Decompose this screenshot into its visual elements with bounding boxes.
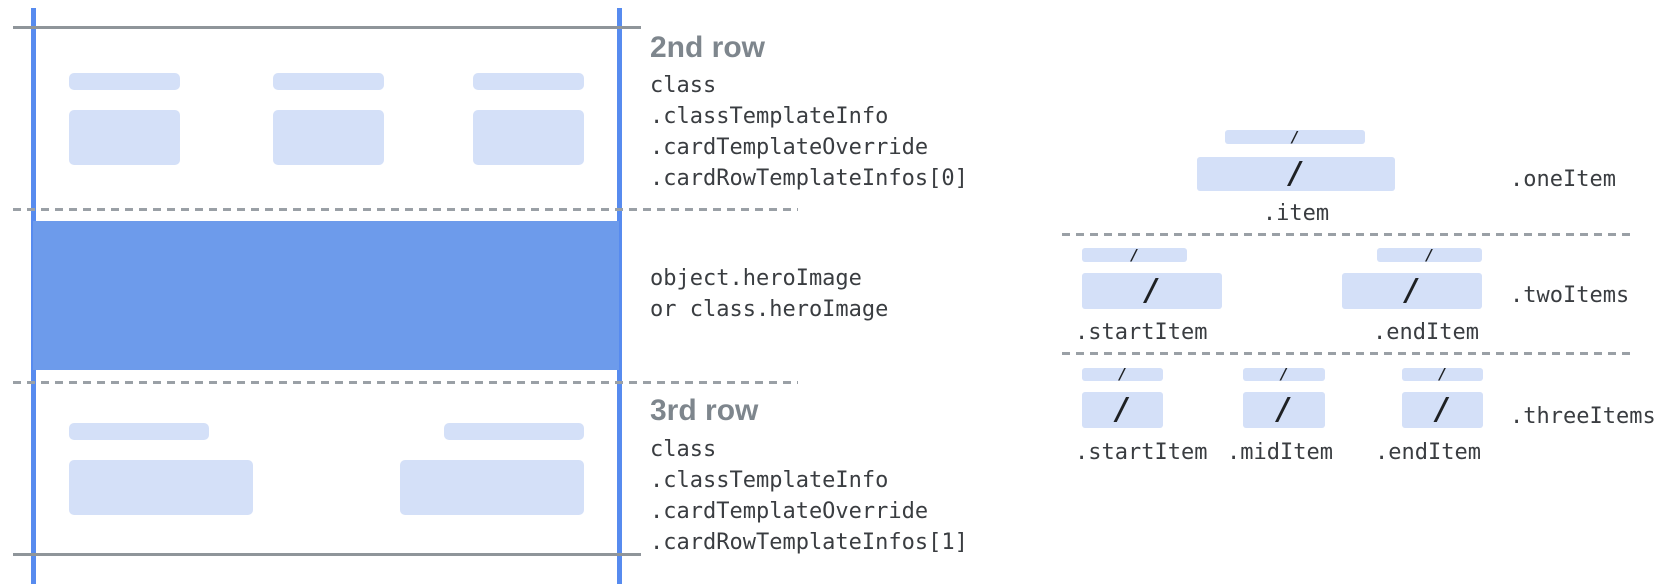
item-value-bar: / bbox=[1342, 273, 1482, 309]
slash-glyph: / bbox=[1290, 127, 1300, 146]
one-item-item-label: .item bbox=[1262, 201, 1330, 226]
code-line: .cardTemplateOverride bbox=[650, 499, 929, 524]
item-label-bar: / bbox=[1377, 245, 1482, 264]
slash-glyph: / bbox=[1424, 245, 1435, 264]
three-items-end-label: .endItem bbox=[1375, 440, 1481, 465]
three-items-layout-label: .threeItems bbox=[1510, 404, 1656, 429]
field-label-placeholder bbox=[273, 73, 384, 90]
two-items-start-label: .startItem bbox=[1075, 320, 1208, 345]
field-label-placeholder bbox=[69, 73, 180, 90]
code-line: or class.heroImage bbox=[650, 297, 889, 322]
two-items-end-label: .endItem bbox=[1373, 320, 1479, 345]
field-value-placeholder bbox=[400, 460, 584, 515]
slash-glyph: / bbox=[1437, 365, 1448, 383]
second-row-code: class .classTemplateInfo .cardTemplateOv… bbox=[650, 70, 968, 194]
code-line: .classTemplateInfo bbox=[650, 468, 889, 493]
slash-glyph: / bbox=[1142, 273, 1162, 308]
slash-glyph: / bbox=[1129, 245, 1140, 264]
hero-image-band bbox=[33, 221, 619, 370]
code-line: class bbox=[650, 437, 717, 462]
card-top-line bbox=[13, 26, 641, 29]
three-items-mid-label: .midItem bbox=[1227, 440, 1333, 465]
card-bottom-line bbox=[13, 553, 641, 556]
card-guide-right-line bbox=[617, 8, 622, 584]
two-items-layout-label: .twoItems bbox=[1510, 283, 1630, 308]
item-label-bar: / bbox=[1402, 365, 1483, 383]
third-row-code: class .classTemplateInfo .cardTemplateOv… bbox=[650, 434, 968, 558]
code-line: object.heroImage bbox=[650, 266, 862, 291]
field-value-placeholder bbox=[69, 460, 253, 515]
field-label-placeholder bbox=[473, 73, 584, 90]
one-item-layout-label: .oneItem bbox=[1510, 167, 1616, 192]
item-value-bar: / bbox=[1082, 392, 1163, 428]
slash-glyph: / bbox=[1117, 365, 1128, 383]
row-separator-dashed-bottom bbox=[13, 381, 798, 384]
field-label-placeholder bbox=[69, 423, 209, 440]
item-label-bar: / bbox=[1225, 127, 1365, 146]
code-line: .cardRowTemplateInfos[0] bbox=[650, 166, 968, 191]
item-value-bar: / bbox=[1402, 392, 1483, 428]
layout-separator bbox=[1062, 233, 1630, 236]
third-row-heading: 3rd row bbox=[650, 394, 759, 427]
item-value-bar: / bbox=[1243, 392, 1325, 428]
code-line: class bbox=[650, 73, 717, 98]
slash-glyph: / bbox=[1274, 392, 1294, 427]
field-value-placeholder bbox=[69, 110, 180, 165]
field-value-placeholder bbox=[473, 110, 584, 165]
three-items-start-label: .startItem bbox=[1075, 440, 1208, 465]
item-label-bar: / bbox=[1243, 365, 1325, 383]
field-label-placeholder bbox=[444, 423, 584, 440]
slash-glyph: / bbox=[1113, 392, 1132, 427]
slash-glyph: / bbox=[1286, 156, 1306, 191]
hero-image-code: object.heroImage or class.heroImage bbox=[650, 263, 888, 325]
slash-glyph: / bbox=[1433, 392, 1452, 427]
item-label-bar: / bbox=[1082, 365, 1163, 383]
layout-separator bbox=[1062, 352, 1630, 355]
slash-glyph: / bbox=[1279, 365, 1289, 383]
code-line: .cardRowTemplateInfos[1] bbox=[650, 530, 968, 555]
second-row-heading: 2nd row bbox=[650, 31, 766, 64]
item-value-bar: / bbox=[1197, 157, 1395, 191]
row-separator-dashed-top bbox=[13, 208, 798, 211]
item-value-bar: / bbox=[1082, 273, 1222, 309]
code-line: .cardTemplateOverride bbox=[650, 135, 929, 160]
field-value-placeholder bbox=[273, 110, 384, 165]
item-label-bar: / bbox=[1082, 245, 1187, 264]
code-line: .classTemplateInfo bbox=[650, 104, 889, 129]
slash-glyph: / bbox=[1402, 273, 1422, 308]
